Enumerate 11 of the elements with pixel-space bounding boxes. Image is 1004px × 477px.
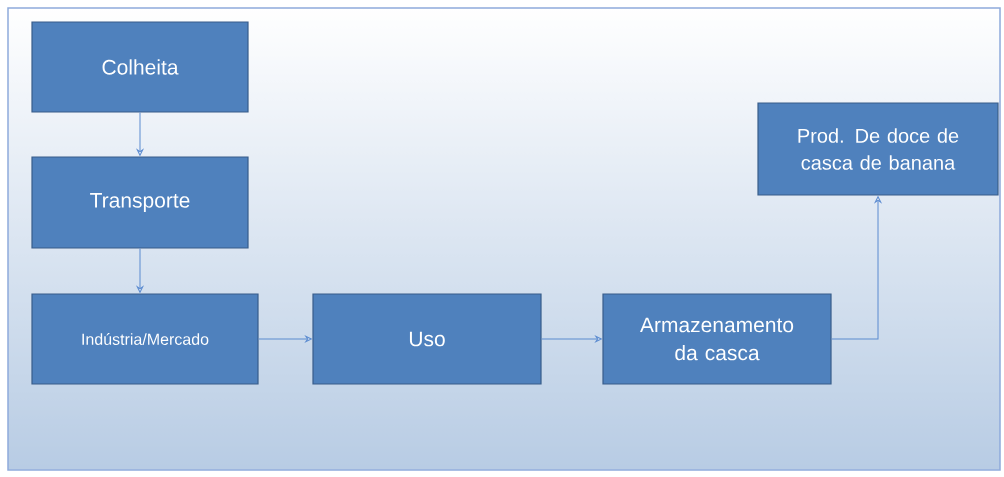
process-box: Prod. De doce de casca de banana	[757, 102, 999, 196]
process-box: Transporte	[31, 156, 249, 249]
arrow	[136, 112, 144, 156]
arrow	[831, 196, 882, 340]
process-box: Uso	[312, 293, 542, 385]
arrow	[136, 248, 144, 293]
process-box: Armazenamento da casca	[602, 293, 832, 385]
process-box: Colheita	[31, 21, 249, 113]
arrow	[541, 335, 602, 343]
arrow	[258, 335, 312, 343]
process-box: Indústria/Mercado	[31, 293, 259, 385]
